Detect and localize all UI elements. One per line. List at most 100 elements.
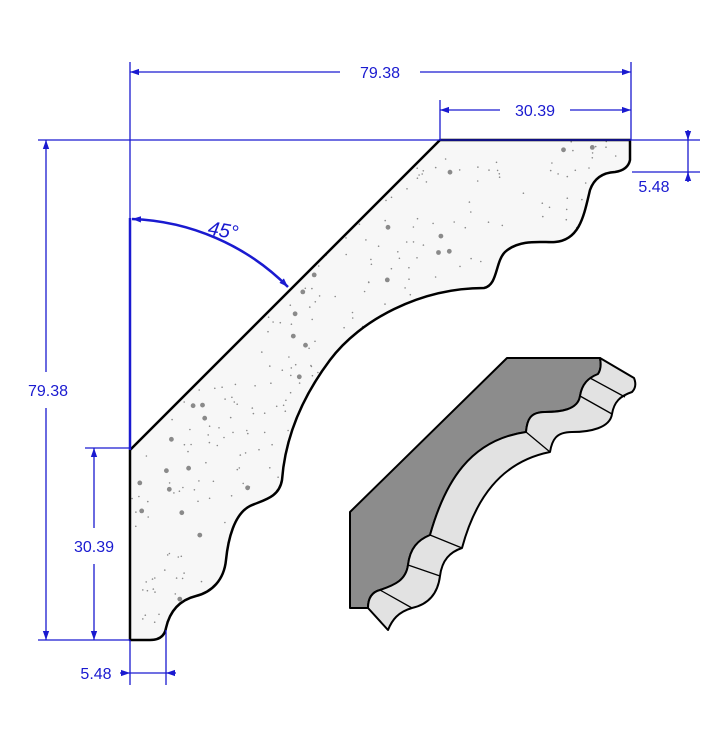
speckle	[502, 329, 505, 331]
speckle	[293, 580, 296, 583]
speckle	[472, 539, 475, 541]
speckle	[553, 280, 555, 283]
speckle	[465, 601, 471, 607]
speckle	[600, 567, 603, 569]
speckle	[355, 422, 358, 424]
speckle	[183, 401, 185, 403]
speckle	[285, 399, 287, 402]
speckle	[561, 147, 566, 153]
speckle	[141, 339, 144, 342]
speckle	[335, 454, 338, 457]
speckle	[299, 170, 301, 173]
speckle	[374, 367, 379, 373]
speckle	[258, 596, 260, 598]
speckle	[466, 301, 469, 303]
speckle	[250, 514, 253, 517]
speckle	[288, 356, 290, 358]
speckle	[470, 211, 472, 213]
speckle	[310, 260, 312, 263]
speckle	[473, 638, 476, 640]
speckle	[351, 317, 354, 319]
speckle	[528, 286, 530, 289]
speckle	[259, 619, 262, 621]
speckle	[263, 623, 266, 625]
speckle	[521, 305, 523, 308]
speckle	[208, 425, 211, 428]
speckle	[186, 285, 188, 288]
speckle	[560, 503, 566, 509]
speckle	[579, 245, 582, 247]
speckle	[327, 145, 333, 151]
speckle	[138, 495, 140, 498]
speckle	[152, 358, 155, 361]
speckle	[576, 353, 579, 356]
speckle	[515, 291, 518, 294]
speckle	[277, 287, 280, 290]
speckle	[409, 293, 412, 296]
speckle	[337, 584, 340, 586]
speckle	[513, 632, 516, 634]
speckle	[476, 317, 479, 320]
speckle	[355, 451, 361, 456]
speckle	[286, 626, 288, 629]
speckle	[591, 152, 594, 154]
speckle	[626, 437, 628, 440]
speckle	[329, 531, 331, 534]
speckle	[333, 235, 335, 238]
speckle	[173, 637, 175, 640]
speckle	[261, 172, 264, 174]
speckle	[164, 468, 169, 474]
speckle	[242, 482, 244, 485]
speckle	[413, 315, 416, 317]
speckle	[443, 585, 445, 588]
speckle	[462, 362, 464, 365]
speckle	[585, 459, 588, 462]
speckle	[284, 584, 287, 587]
speckle	[464, 579, 467, 582]
speckle	[584, 182, 587, 184]
speckle	[244, 202, 246, 204]
speckle	[496, 169, 499, 172]
speckle	[428, 301, 431, 304]
speckle	[138, 283, 141, 286]
speckle	[594, 617, 597, 620]
speckle	[185, 148, 188, 150]
speckle	[288, 446, 294, 452]
speckle	[331, 164, 334, 166]
speckle	[405, 241, 408, 243]
speckle	[273, 622, 275, 625]
speckle	[147, 516, 149, 518]
speckle	[327, 545, 330, 548]
speckle	[279, 321, 282, 324]
speckle	[488, 548, 491, 550]
speckle	[375, 436, 378, 439]
speckle	[354, 211, 357, 214]
speckle	[314, 301, 317, 303]
speckle	[474, 604, 477, 606]
speckle	[309, 219, 315, 225]
speckle	[210, 617, 213, 619]
speckle	[289, 274, 292, 276]
speckle	[296, 603, 298, 605]
speckle	[601, 531, 604, 533]
speckle	[270, 382, 272, 385]
speckle	[447, 169, 453, 175]
speckle	[227, 261, 230, 264]
speckle	[298, 491, 301, 494]
speckle	[493, 335, 495, 338]
speckle	[596, 569, 598, 571]
speckle	[366, 398, 369, 401]
speckle	[273, 238, 275, 240]
speckle	[360, 187, 362, 190]
speckle	[444, 389, 446, 392]
speckle	[351, 311, 354, 314]
speckle	[236, 403, 238, 406]
speckle	[569, 316, 571, 319]
speckle	[197, 532, 203, 538]
speckle	[294, 510, 297, 512]
speckle	[132, 367, 134, 370]
speckle	[277, 197, 280, 199]
speckle	[451, 626, 454, 629]
speckle	[522, 192, 525, 194]
speckle	[582, 576, 584, 578]
